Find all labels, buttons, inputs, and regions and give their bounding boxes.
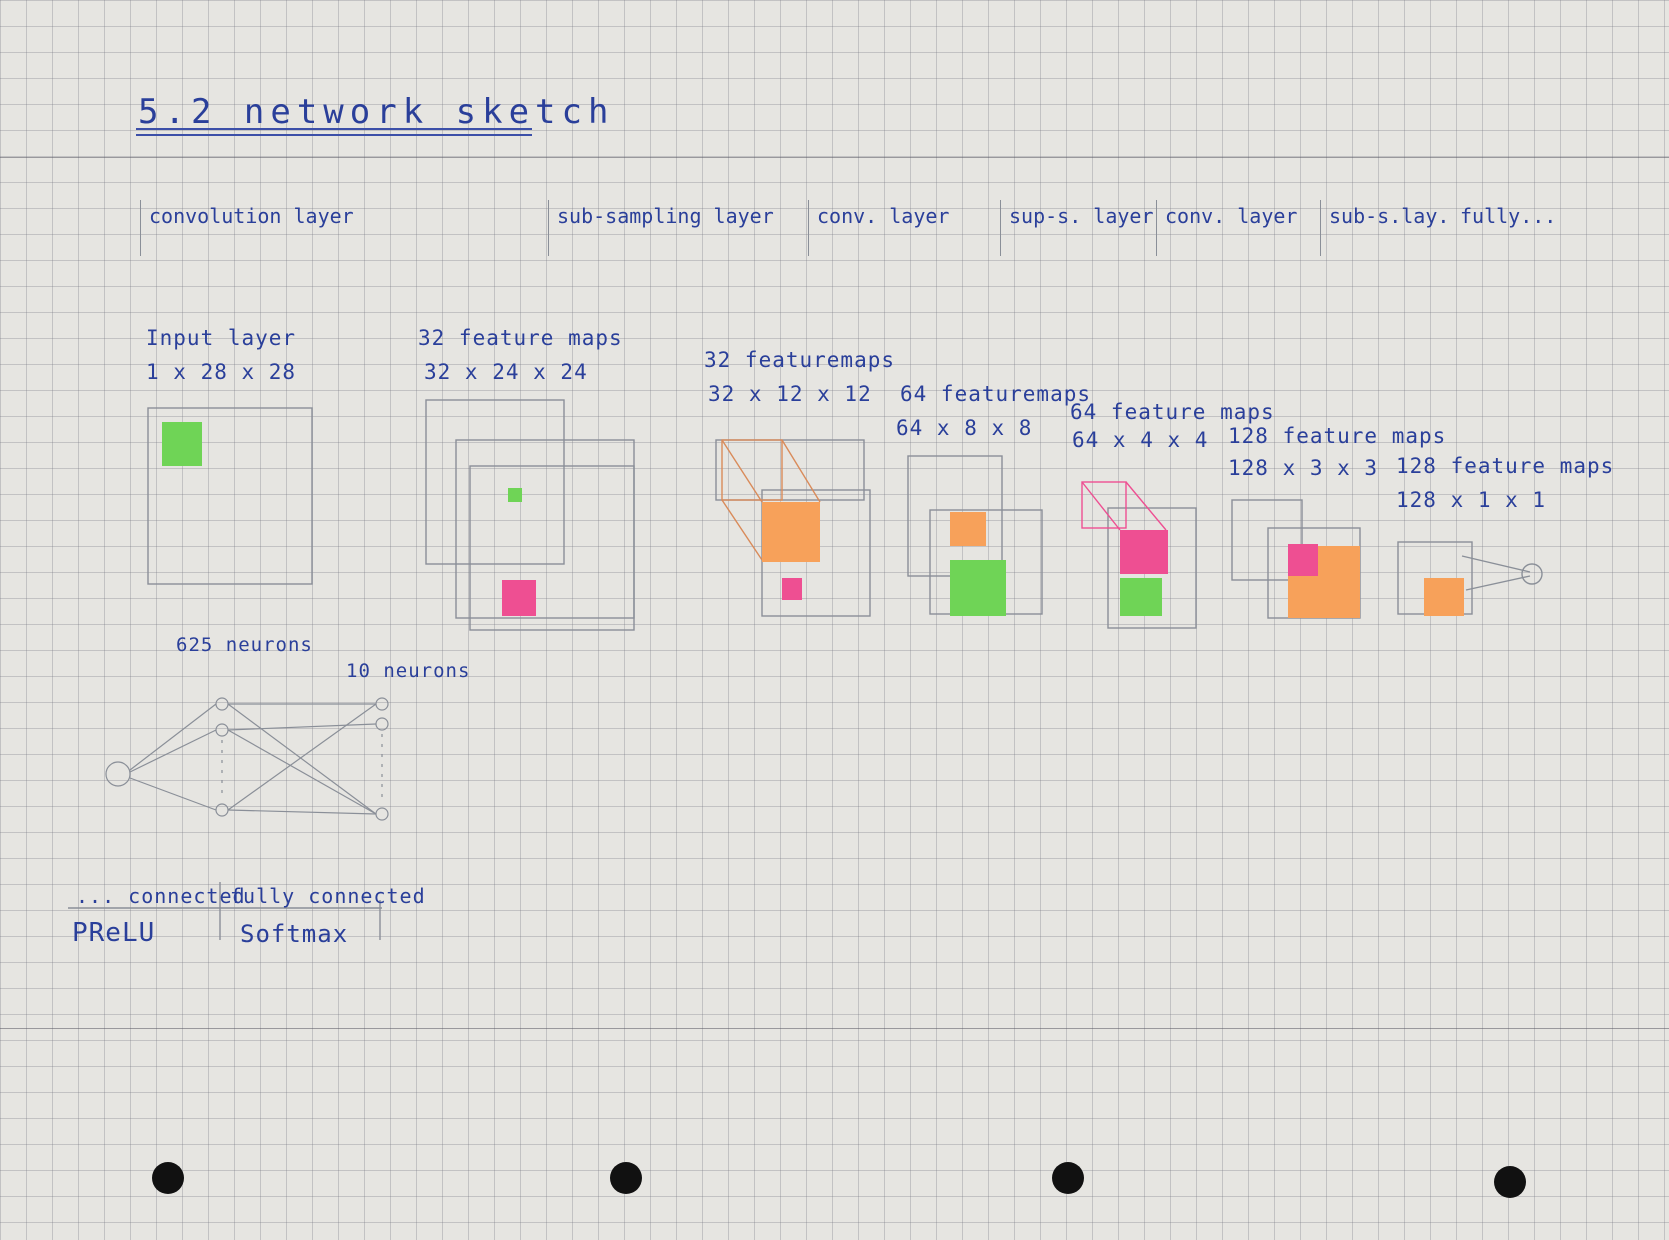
fm6-to-neuron-line xyxy=(1461,555,1531,573)
header-subs-3: sub-s.lay. xyxy=(1320,200,1449,256)
fc-neurons-a: 625 neurons xyxy=(176,634,313,656)
fm1-green-patch xyxy=(508,488,522,502)
layer-0-name: Input layer xyxy=(146,326,297,350)
layer-2-name: 32 featuremaps xyxy=(704,348,896,372)
fc-edge xyxy=(227,703,377,811)
footer-col2-title: fully connected xyxy=(230,884,426,908)
fc-out-neuron-3 xyxy=(375,807,389,821)
fm5-pink-patch xyxy=(1288,544,1318,576)
footer-col2-activation: Softmax xyxy=(240,920,349,948)
header-label: sub-sampling layer xyxy=(557,204,774,228)
fc-hidden-neuron-1 xyxy=(215,697,229,711)
title-underline-2 xyxy=(136,134,532,136)
fm4-pink-patch xyxy=(1120,530,1168,574)
binder-hole xyxy=(1052,1162,1084,1194)
fm1-outline xyxy=(455,439,635,619)
header-subs-2: sup-s. layer xyxy=(1000,200,1154,256)
header-label: conv. layer xyxy=(1165,204,1298,228)
fc-edge xyxy=(129,777,217,811)
title-underline xyxy=(136,128,532,130)
layer-2-dims: 32 x 12 x 12 xyxy=(708,382,872,406)
fm3-green-patch xyxy=(950,560,1006,616)
layer-4-dims: 64 x 4 x 4 xyxy=(1072,428,1209,452)
header-label: conv. layer xyxy=(817,204,950,228)
layer-0-dims: 1 x 28 x 28 xyxy=(146,360,297,384)
layer-6-dims: 128 x 1 x 1 xyxy=(1396,488,1547,512)
fm2-back-outline xyxy=(715,439,865,501)
fm6-to-neuron-line-2 xyxy=(1465,575,1531,591)
fm4-cube-edge-2 xyxy=(1125,481,1167,531)
output-neuron-icon xyxy=(1521,563,1543,585)
binder-hole xyxy=(152,1162,184,1194)
fc-edge xyxy=(227,723,377,731)
layer-4-name: 64 feature maps xyxy=(1070,400,1275,424)
layer-3-dims: 64 x 8 x 8 xyxy=(896,416,1033,440)
header-conv-2: conv. layer xyxy=(808,200,949,256)
fc-hidden-neuron-2 xyxy=(215,723,229,737)
input-green-patch xyxy=(162,422,202,466)
fm1-pink-patch xyxy=(502,580,536,616)
fm1-back-outline xyxy=(425,399,565,565)
fc-edge xyxy=(227,703,377,815)
fc-edge xyxy=(129,703,217,771)
fm4-outline xyxy=(1107,507,1197,629)
header-subsampling: sub-sampling layer xyxy=(548,200,774,256)
fm2-pink-patch xyxy=(782,578,802,600)
fm2-orange-back-cube xyxy=(721,439,783,501)
fm3-orange-patch xyxy=(950,512,986,546)
layer-3-name: 64 featuremaps xyxy=(900,382,1092,406)
header-label: convolution layer xyxy=(149,204,354,228)
fc-out-neuron-1 xyxy=(375,697,389,711)
header-label: sub-s.lay. xyxy=(1329,204,1450,228)
fm4-cube-edge xyxy=(1081,481,1121,531)
footer-col1-activation: PReLU xyxy=(72,918,156,948)
page-title: 5.2 network sketch xyxy=(138,92,615,132)
fc-neurons-b: 10 neurons xyxy=(346,660,471,682)
fm2-orange-patch xyxy=(762,502,820,562)
layer-5-name: 128 feature maps xyxy=(1228,424,1447,448)
fm2-cube-edge-3 xyxy=(721,499,763,561)
binder-hole xyxy=(1494,1166,1526,1198)
layer-6-name: 128 feature maps xyxy=(1396,454,1615,478)
binder-hole xyxy=(610,1162,642,1194)
fc-hidden-neuron-3 xyxy=(215,803,229,817)
header-conv-3: conv. layer xyxy=(1156,200,1297,256)
header-label: fully... xyxy=(1460,204,1557,228)
fc-out-neuron-2 xyxy=(375,717,389,731)
fm4-pink-back-cube xyxy=(1081,481,1127,529)
fm4-green-patch xyxy=(1120,578,1162,616)
layer-1-dims: 32 x 24 x 24 xyxy=(424,360,588,384)
top-margin-line xyxy=(0,157,1669,158)
fm5-back-outline xyxy=(1231,499,1303,581)
header-convolution: convolution layer xyxy=(140,200,354,256)
fm6-orange-patch xyxy=(1424,578,1464,616)
fc-edge xyxy=(227,809,377,815)
header-label: sup-s. layer xyxy=(1009,204,1154,228)
fc-edge xyxy=(129,729,217,773)
fc-edge xyxy=(227,729,377,815)
fm2-cube-edge xyxy=(721,439,763,503)
footer-col1-title: ... connected xyxy=(76,884,246,908)
input-map-outline xyxy=(147,407,313,585)
layer-5-dims: 128 x 3 x 3 xyxy=(1228,456,1379,480)
fc-input-neuron-icon xyxy=(105,761,131,787)
fm1-front-outline xyxy=(469,465,635,631)
fm2-cube-edge-2 xyxy=(781,439,821,503)
layer-1-name: 32 feature maps xyxy=(418,326,623,350)
bottom-margin-line xyxy=(0,1028,1669,1029)
